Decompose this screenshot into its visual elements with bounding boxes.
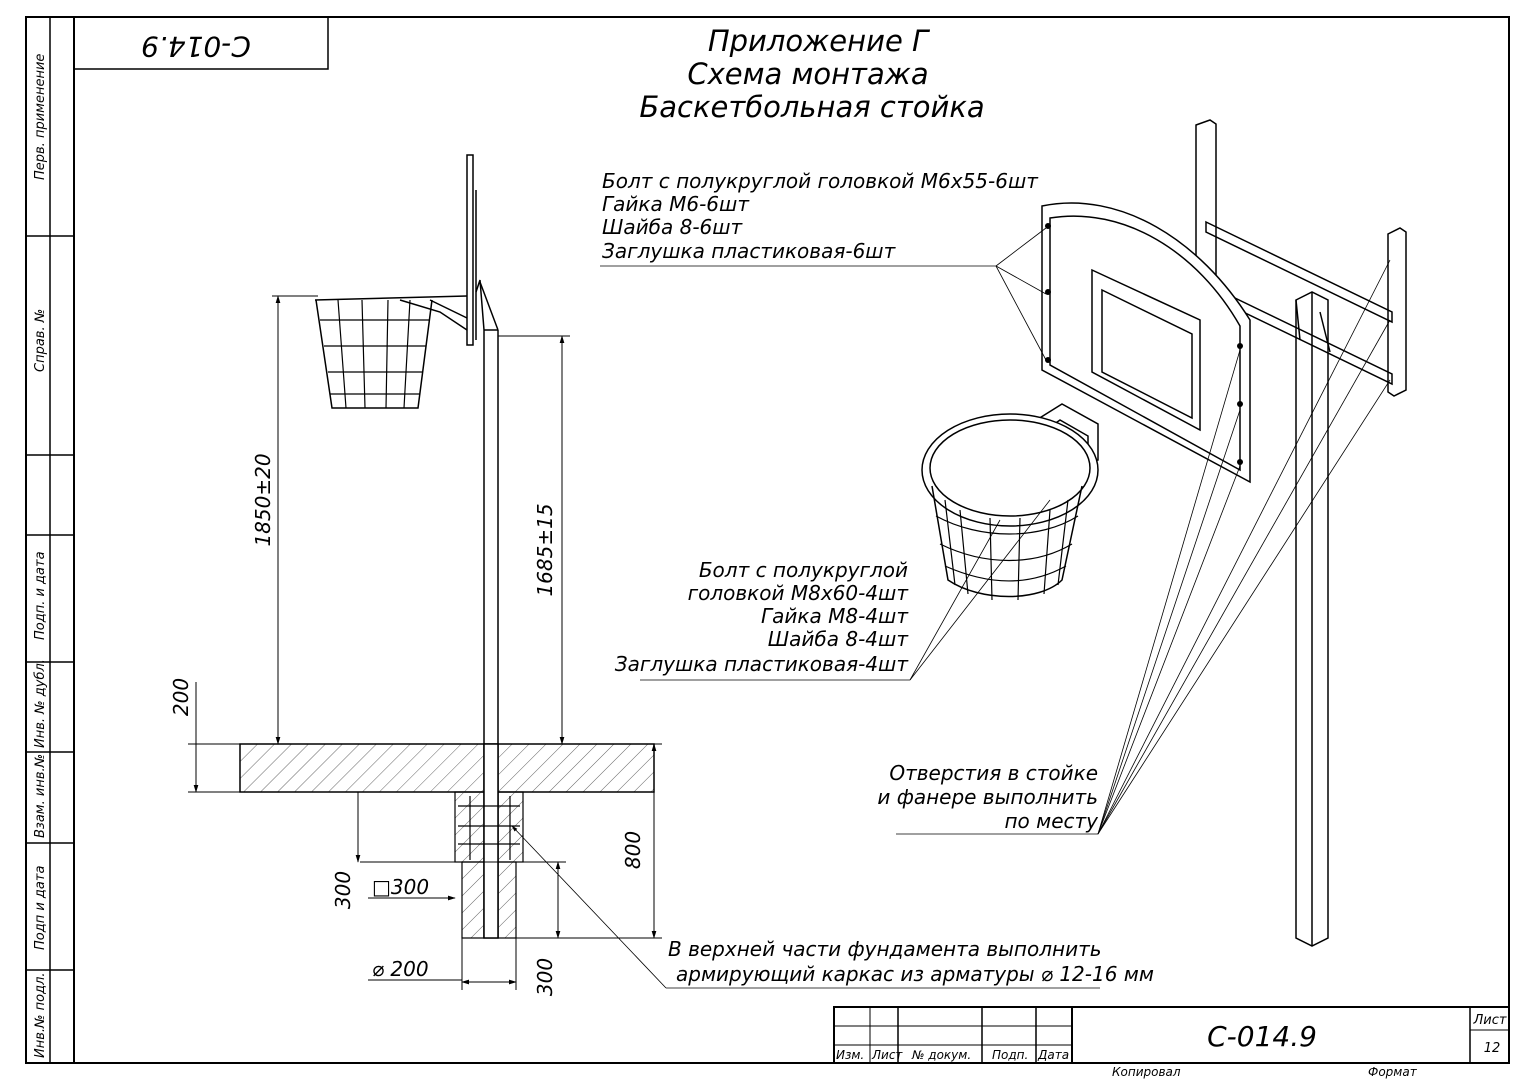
dimension-texts: 1850±20 1685±15 200 800 300 □300 ⌀ 200 3… [169, 453, 645, 996]
dim-foundation-depth: 800 [621, 831, 645, 869]
note-reinforcement-line-2: армирующий каркас из арматуры ⌀ 12-16 мм [676, 962, 1154, 986]
note-reinforcement-line-1: В верхней части фундамента выполнить [668, 937, 1102, 961]
title-line-2: Схема монтажа [687, 57, 928, 91]
note-hoop-line-3: Гайка М8-4шт [761, 604, 909, 628]
note-backboard-line-2: Гайка М6-6шт [602, 192, 750, 216]
note-backboard-line-3: Шайба 8-6шт [602, 215, 744, 239]
dim-slab: 200 [169, 678, 193, 716]
dimension-lines [188, 295, 662, 990]
dim-bottom-width: 300 [533, 958, 557, 996]
note-hoop-line-2: головкой М8х60-4шт [688, 581, 910, 605]
side-label-inv-dubl: Инв. № дубл. [33, 659, 48, 748]
dim-cage-depth: 300 [331, 871, 355, 909]
note-backboard-line-1: Болт с полукруглой головкой М6х55-6шт [602, 169, 1039, 193]
dim-rim-height: 1850±20 [251, 453, 275, 546]
code-top: С-014.9 [141, 30, 251, 63]
iso-view [921, 119, 1407, 947]
code-box-top: С-014.9 [73, 16, 329, 70]
dim-post-height: 1685±15 [533, 503, 557, 596]
title-line-3: Баскетбольная стойка [639, 90, 984, 124]
side-label-inv-podl: Инв.№ подл. [33, 972, 48, 1058]
side-label-podp-data-2: Подп и дата [33, 866, 48, 950]
note-holes-line-3: по месту [1004, 809, 1099, 833]
note-holes: Отверстия в стойке и фанере выполнить по… [877, 761, 1099, 833]
note-reinforcement: В верхней части фундамента выполнить арм… [668, 937, 1154, 986]
title-block [833, 1006, 1510, 1064]
tb-sheet-number: 12 [1484, 1041, 1501, 1056]
leader-lines [511, 227, 1391, 989]
side-label-perv: Перв. применение [33, 54, 48, 180]
tb-col-dokum: № докум. [911, 1048, 971, 1062]
sheet-frame [25, 16, 1510, 1064]
tb-col-data: Дата [1037, 1048, 1069, 1062]
drawing-title: Приложение Г Схема монтажа Баскетбольная… [639, 24, 984, 124]
note-holes-line-2: и фанере выполнить [877, 785, 1098, 809]
note-holes-line-1: Отверстия в стойке [889, 761, 1098, 785]
tb-copied: Копировал [1112, 1065, 1181, 1079]
note-hoop-line-4: Шайба 8-4шт [768, 627, 910, 651]
note-backboard-line-4: Заглушка пластиковая-6шт [602, 239, 897, 263]
dim-square-section: □300 [372, 875, 429, 899]
side-label-sprav: Справ. № [33, 309, 48, 372]
foundation [239, 743, 655, 939]
side-strip: Перв. применение Справ. № Подп. и дата И… [33, 54, 48, 1058]
tb-col-izm: Изм. [836, 1048, 864, 1062]
title-block-text: Изм. Лист № докум. Подп. Дата С-014.9 Ли… [836, 1013, 1507, 1079]
tb-code: С-014.9 [1207, 1020, 1317, 1053]
dim-round-section: ⌀ 200 [372, 957, 429, 981]
side-label-podp-data-1: Подп. и дата [33, 551, 48, 640]
note-hoop-line-5: Заглушка пластиковая-4шт [615, 652, 910, 676]
tb-format: Формат [1368, 1065, 1418, 1079]
tb-col-list: Лист [871, 1048, 903, 1062]
note-hoop-line-1: Болт с полукруглой [699, 558, 908, 582]
tb-sheet-label: Лист [1473, 1013, 1507, 1028]
side-label-vzam: Взам. инв.№ [33, 754, 48, 838]
tb-col-podp: Подп. [992, 1048, 1028, 1062]
title-line-1: Приложение Г [708, 24, 931, 58]
note-backboard: Болт с полукруглой головкой М6х55-6шт Га… [602, 169, 1039, 263]
note-hoop: Болт с полукруглой головкой М8х60-4шт Га… [615, 558, 910, 676]
